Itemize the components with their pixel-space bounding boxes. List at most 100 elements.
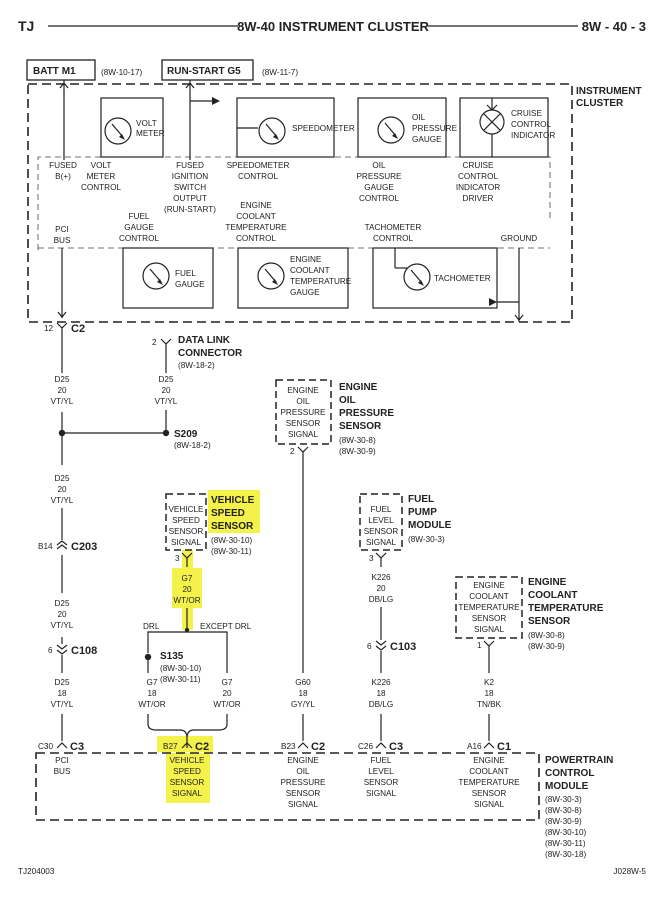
pcm-pin-labels: PCI BUS VEHICLE SPEED SENSOR SIGNAL ENGI… [54, 756, 521, 809]
gauge-fuel: FUEL GAUGE [122, 247, 214, 309]
wire-pci1: D25 20 VT/YL [51, 375, 74, 406]
oil-ref-2: (8W-30-9) [339, 447, 376, 456]
oil-ref-1: (8W-30-8) [339, 436, 376, 445]
gauge-oil-l1: OIL [412, 113, 426, 122]
feed-wires [59, 80, 212, 160]
cluster-partitions [37, 156, 551, 250]
highlight-pcm-vss [166, 753, 210, 803]
pci-splice-dot [58, 429, 66, 437]
wire-dlc-circuit: D25 [158, 375, 173, 384]
pci-l2: BUS [54, 236, 71, 245]
wire-pci2-color: VT/YL [51, 496, 74, 505]
fused-b-l1: FUSED [49, 161, 77, 170]
oil-box-l3: PRESSURE [280, 408, 326, 417]
volt-ctrl-l3: CONTROL [81, 183, 121, 192]
vss-branch-dot [184, 627, 190, 633]
wire-fuel2: K226 18 DB/LG [369, 678, 394, 709]
wire-dlc-color: VT/YL [155, 397, 178, 406]
wire-pci4-color: VT/YL [51, 700, 74, 709]
vss-ref-1: (8W-30-10) [211, 536, 253, 545]
pcm-ref-1: (8W-30-3) [545, 795, 582, 804]
oil-ctrl-l2: PRESSURE [356, 172, 402, 181]
cool-title-2: COOLANT [528, 590, 577, 601]
cluster-box [27, 83, 573, 323]
cool-box-l4: SENSOR [472, 614, 507, 623]
c103-pin: 6 [367, 642, 372, 651]
s135-name: S135 [160, 651, 184, 662]
wire-pci2: D25 20 VT/YL [51, 474, 74, 505]
c203-pin: B14 [38, 542, 53, 551]
wire-vss-exdrl-circuit: G7 [222, 678, 233, 687]
cool-title-4: SENSOR [528, 616, 571, 627]
wire-pci3-circuit: D25 [54, 599, 69, 608]
gauge-speedometer-label: SPEEDOMETER [292, 124, 355, 133]
vss-box-l1: VEHICLE [168, 505, 204, 514]
wire-oil-color: GY/YL [291, 700, 316, 709]
oil-box-l2: OIL [296, 397, 310, 406]
ground-arrow [489, 298, 497, 306]
pcm-oil-l2: OIL [296, 767, 310, 776]
source-batt: BATT M1 (8W-10-17) [26, 59, 143, 81]
vss-ref-2: (8W-30-11) [211, 547, 252, 556]
pcm-c3a-name: C3 [70, 741, 84, 753]
c103-name: C103 [390, 641, 416, 653]
wire-coolant-gauge: 18 [484, 689, 494, 698]
gauge-fuel-l1: FUEL [175, 269, 196, 278]
fuel-box-l1: FUEL [371, 505, 392, 514]
ground-label: GROUND [501, 234, 537, 243]
header-page: 8W - 40 - 3 [582, 19, 646, 34]
pcm-ref-2: (8W-30-8) [545, 806, 582, 815]
pcm-oil-l1: ENGINE [287, 756, 319, 765]
pcm-cool-l5: SIGNAL [474, 800, 504, 809]
vss-box-l2: SPEED [172, 516, 200, 525]
wire-pci2-circuit: D25 [54, 474, 69, 483]
pci-l1: PCI [55, 225, 69, 234]
cruise-l3: INDICATOR [511, 131, 555, 140]
gauge-tachometer-label: TACHOMETER [434, 274, 491, 283]
speedo-ctrl-l1: SPEEDOMETER [227, 161, 290, 170]
gauge-coolant-l2: COOLANT [290, 266, 330, 275]
wire-pci3-color: VT/YL [51, 621, 74, 630]
cruise-drv-l4: DRIVER [463, 194, 494, 203]
tach-ctrl-l2: CONTROL [373, 234, 413, 243]
vss-title-2: SPEED [211, 508, 245, 519]
oil-title-1: ENGINE [339, 382, 378, 393]
oil-ctrl-l4: CONTROL [359, 194, 399, 203]
cool-box-l3: TEMPERATURE [458, 603, 520, 612]
oil-title-4: SENSOR [339, 421, 382, 432]
ign-l1: FUSED [176, 161, 204, 170]
gauge-tachometer: TACHOMETER [372, 247, 498, 309]
fuel-box-l4: SIGNAL [366, 538, 396, 547]
wire-fuel1-color: DB/LG [369, 595, 394, 604]
wire-coolant: K2 18 TN/BK [477, 678, 502, 709]
source-run-ref: (8W-11-7) [262, 68, 298, 77]
cruise-drv-l2: CONTROL [458, 172, 498, 181]
splice-s209: S209 (8W-18-2) [162, 429, 211, 450]
volt-ctrl-l1: VOLT [91, 161, 112, 170]
pcm-title-3: MODULE [545, 781, 589, 792]
oil-ctrl-l1: OIL [372, 161, 386, 170]
pcm-oil-l5: SIGNAL [288, 800, 318, 809]
c2-top-pin: 12 [44, 324, 54, 333]
gauge-volt-l2: METER [136, 129, 165, 138]
wire-coolant-circuit: K2 [484, 678, 494, 687]
pcm-fuel-l4: SIGNAL [366, 789, 396, 798]
fuel-title-1: FUEL [408, 494, 434, 505]
header-left: TJ [18, 18, 34, 34]
wire-vss: G7 20 WT/OR [173, 574, 200, 605]
sensor-vehicle-speed: VEHICLE SPEED SENSOR SIGNAL VEHICLE SPEE… [165, 493, 255, 567]
dlc-title-1: DATA LINK [178, 335, 231, 346]
sensor-oil-pressure: ENGINE OIL PRESSURE SENSOR SIGNAL ENGINE… [275, 379, 394, 673]
pcm-c3b-name: C3 [389, 741, 403, 753]
cruise-indicator-lamp: CRUISE CONTROL INDICATOR [459, 97, 555, 158]
pcm-pci-l1: PCI [55, 756, 69, 765]
connector-c108: 6 C108 [48, 644, 97, 657]
gauge-coolant: ENGINE COOLANT TEMPERATURE GAUGE [237, 247, 352, 309]
source-batt-label: BATT M1 [33, 66, 76, 77]
source-batt-ref: (8W-10-17) [101, 68, 143, 77]
gauge-coolant-l4: GAUGE [290, 288, 320, 297]
dlc-ref: (8W-18-2) [178, 361, 215, 370]
dlc-title-2: CONNECTOR [178, 348, 243, 359]
fuel-title-3: MODULE [408, 520, 452, 531]
